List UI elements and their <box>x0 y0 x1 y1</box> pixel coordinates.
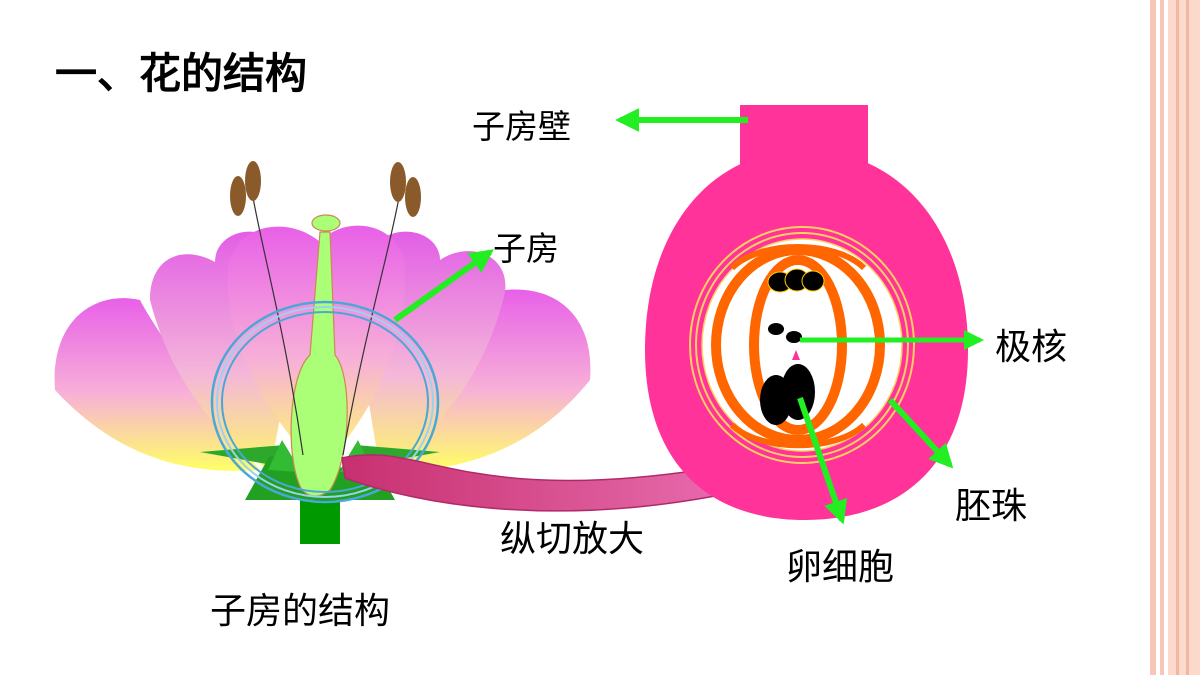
label-ovary-structure: 子房的结构 <box>210 591 391 632</box>
border-stripe <box>1160 0 1164 675</box>
arrow-egg-cell <box>797 397 848 525</box>
egg-cell <box>781 364 815 420</box>
border-stripe <box>1150 0 1156 675</box>
label-polar-nuclei: 极核 <box>995 327 1068 368</box>
label-egg-cell: 卵细胞 <box>786 547 895 588</box>
embryo-sac-ring <box>749 255 847 435</box>
petal-left <box>54 298 261 471</box>
label-ovule: 胚珠 <box>955 486 1028 527</box>
pointer-arrows <box>393 108 984 525</box>
arrow-ovary <box>393 249 494 323</box>
label-longitudinal-cut: 纵切放大 <box>500 519 645 560</box>
slide-title: 一、花的结构 <box>55 49 308 98</box>
ovary-section <box>645 105 968 520</box>
border-stripe <box>1176 0 1179 675</box>
stigma <box>311 214 341 232</box>
polar-nucleus <box>768 323 784 335</box>
anther <box>230 176 246 216</box>
border-stripe <box>1168 0 1200 675</box>
polar-nucleus <box>786 331 802 343</box>
anther <box>405 177 421 217</box>
label-ovary-wall: 子房壁 <box>472 107 571 146</box>
anther <box>390 162 406 202</box>
anther <box>245 161 261 201</box>
ovule-integument-outer <box>689 226 915 464</box>
label-ovary: 子房 <box>493 229 559 268</box>
border-stripe <box>1186 0 1189 675</box>
arrow-ovule <box>887 397 954 469</box>
flower-stem <box>300 500 340 544</box>
pistil <box>290 214 348 497</box>
magnifier-ring <box>210 300 440 504</box>
stamens <box>230 161 421 456</box>
